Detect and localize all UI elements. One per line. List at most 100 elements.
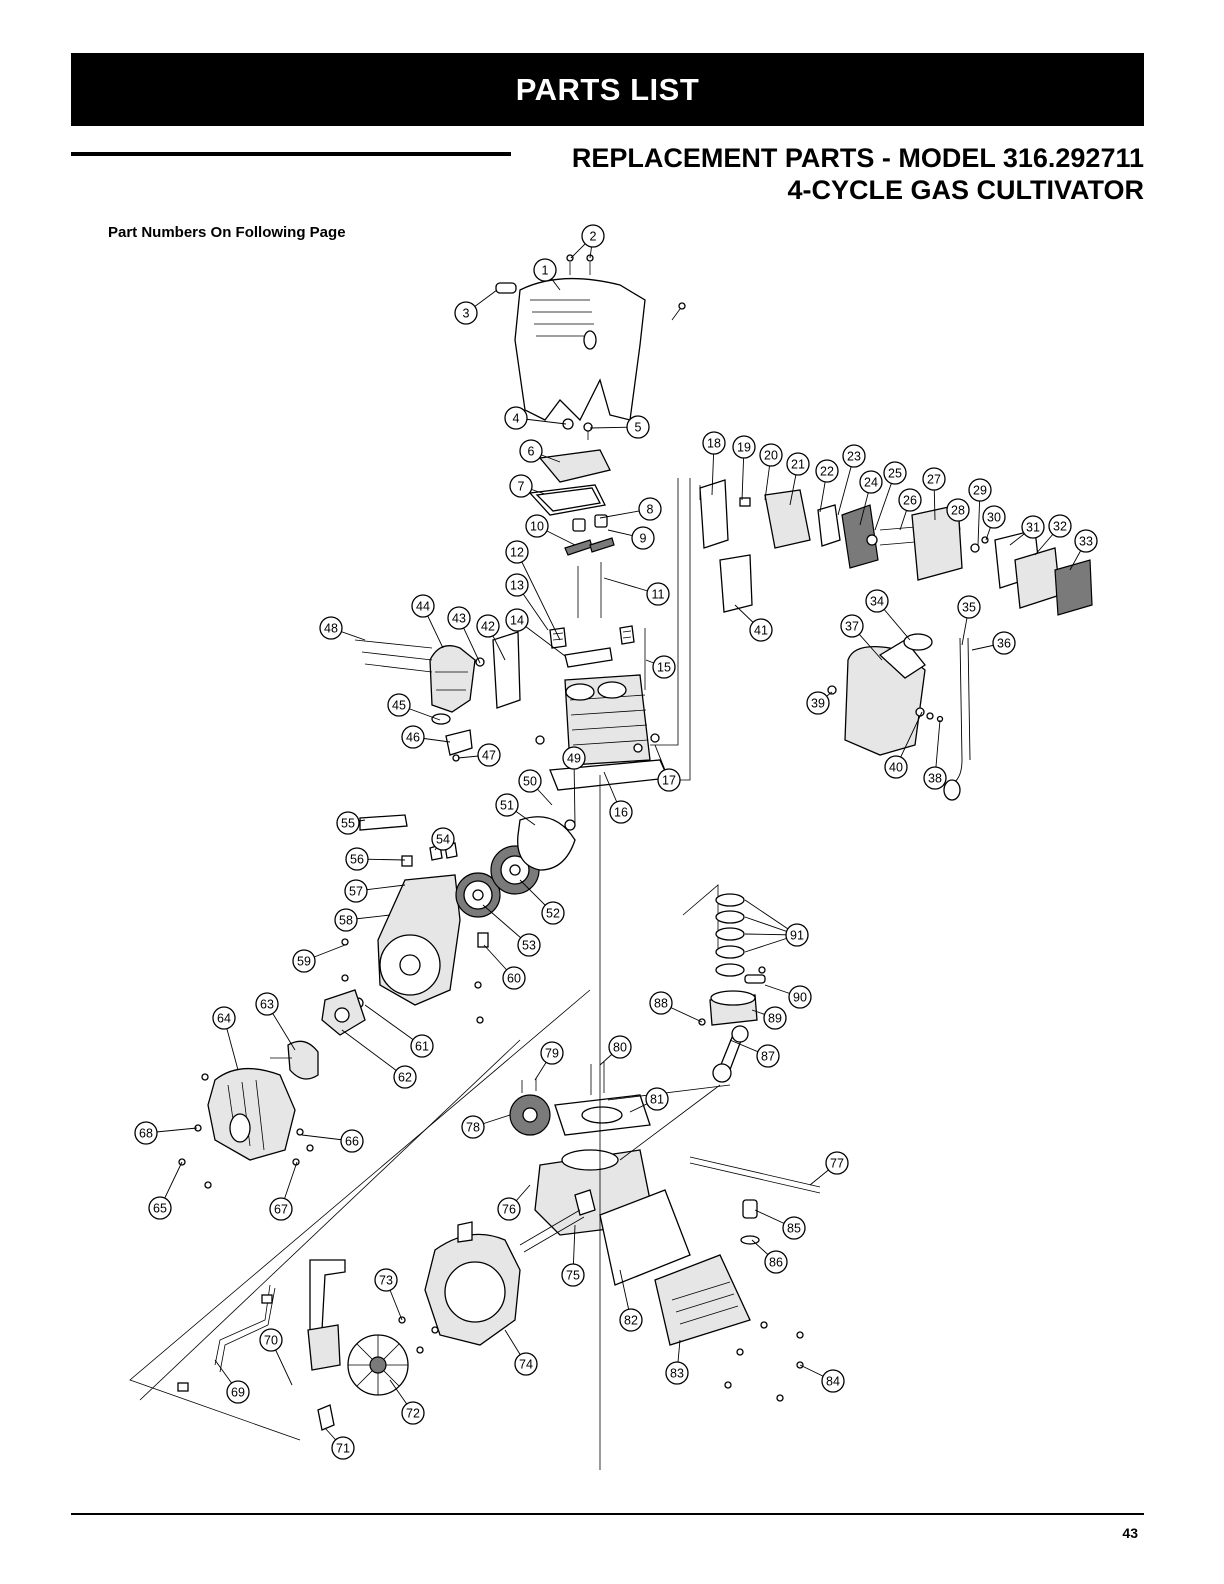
callout-39: 39 xyxy=(806,691,830,715)
callout-33: 33 xyxy=(1074,529,1098,553)
callout-86: 86 xyxy=(764,1250,788,1274)
callout-32: 32 xyxy=(1048,514,1072,538)
callout-label: 22 xyxy=(820,465,834,479)
callout-bubble xyxy=(504,406,528,430)
starter-handle xyxy=(359,814,408,831)
callout-bubble xyxy=(431,827,455,851)
callout-23: 23 xyxy=(842,444,866,468)
callout-label: 11 xyxy=(652,588,665,602)
header-title: PARTS LIST xyxy=(515,71,700,107)
callout-label: 21 xyxy=(791,458,805,472)
callout-label: 33 xyxy=(1079,535,1093,549)
callout-bubble xyxy=(461,1115,485,1139)
callout-label: 86 xyxy=(769,1256,783,1270)
callout-label: 32 xyxy=(1053,520,1067,534)
callout-13: 13 xyxy=(505,573,529,597)
callout-bubble xyxy=(387,693,411,717)
callout-bubble xyxy=(608,1035,632,1059)
callout-41: 41 xyxy=(749,618,773,642)
callout-50: 50 xyxy=(518,769,542,793)
callout-48: 48 xyxy=(319,616,343,640)
model-title: REPLACEMENT PARTS - MODEL 316.292711 xyxy=(571,143,1144,173)
callout-bubble xyxy=(968,478,992,502)
heat-shield xyxy=(719,554,753,613)
callout-42: 42 xyxy=(476,614,500,638)
callout-bubble xyxy=(336,811,360,835)
callout-bubble xyxy=(447,606,471,630)
callout-bubble xyxy=(505,540,529,564)
callout-bubble xyxy=(732,435,756,459)
callout-3: 3 xyxy=(454,301,478,325)
callout-label: 41 xyxy=(754,624,768,638)
callout-bubble xyxy=(476,614,500,638)
callout-bubble xyxy=(825,1151,849,1175)
callout-bubble xyxy=(495,793,519,817)
callout-24: 24 xyxy=(859,470,883,494)
callout-label: 1 xyxy=(542,264,549,278)
callout-55: 55 xyxy=(336,811,360,835)
crankcase-gasket-2 xyxy=(599,1189,691,1286)
callout-bubble xyxy=(148,1196,172,1220)
muffler xyxy=(429,645,476,713)
callout-31: 31 xyxy=(1021,515,1045,539)
cover-knob xyxy=(495,282,517,294)
crankcase-cover xyxy=(654,1254,751,1346)
callout-bubble xyxy=(1021,515,1045,539)
callout-16: 16 xyxy=(609,800,633,824)
callout-label: 89 xyxy=(768,1012,782,1026)
callout-bubble xyxy=(1074,529,1098,553)
callout-bubble xyxy=(749,618,773,642)
callout-label: 40 xyxy=(889,761,903,775)
callout-5: 5 xyxy=(626,415,650,439)
callout-bubble xyxy=(665,1361,689,1385)
air-filter-base xyxy=(911,504,963,581)
callout-bubble xyxy=(609,800,633,824)
footer-rule xyxy=(71,1513,1144,1515)
callout-label: 79 xyxy=(545,1047,559,1061)
callout-bubble xyxy=(212,1006,236,1030)
callout-label: 2 xyxy=(590,230,597,244)
carburetor xyxy=(841,504,879,569)
callout-57: 57 xyxy=(344,879,368,903)
callout-bubble xyxy=(561,1263,585,1287)
callout-78: 78 xyxy=(461,1115,485,1139)
callout-79: 79 xyxy=(540,1041,564,1065)
callout-label: 15 xyxy=(657,661,671,675)
callout-bubble xyxy=(982,505,1006,529)
callout-35: 35 xyxy=(957,595,981,619)
callout-11: 11 xyxy=(646,582,670,606)
callout-bubble xyxy=(331,1436,355,1460)
callout-bubble xyxy=(756,1044,780,1068)
callout-90: 90 xyxy=(788,985,812,1009)
callout-label: 37 xyxy=(845,620,859,634)
callout-10: 10 xyxy=(525,514,549,538)
callout-36: 36 xyxy=(992,631,1016,655)
callout-bubble xyxy=(514,1352,538,1376)
callout-bubble xyxy=(884,755,908,779)
callout-37: 37 xyxy=(840,614,864,638)
callout-91: 91 xyxy=(785,923,809,947)
callout-26: 26 xyxy=(898,488,922,512)
callout-25: 25 xyxy=(883,461,907,485)
title-rule xyxy=(71,152,511,156)
callout-label: 55 xyxy=(341,817,355,831)
callout-bubble xyxy=(646,582,670,606)
callout-label: 26 xyxy=(903,494,917,508)
callout-12: 12 xyxy=(505,540,529,564)
callout-89: 89 xyxy=(763,1006,787,1030)
callout-4: 4 xyxy=(504,406,528,430)
callout-label: 60 xyxy=(507,972,521,986)
callout-40: 40 xyxy=(884,755,908,779)
callout-label: 51 xyxy=(500,799,514,813)
callout-76: 76 xyxy=(497,1197,521,1221)
callout-67: 67 xyxy=(269,1197,293,1221)
callout-22: 22 xyxy=(815,459,839,483)
callout-43: 43 xyxy=(447,606,471,630)
callout-bubble xyxy=(764,1250,788,1274)
callout-label: 70 xyxy=(264,1334,278,1348)
engine-cover xyxy=(514,277,646,422)
callout-30: 30 xyxy=(982,505,1006,529)
callout-63: 63 xyxy=(255,992,279,1016)
